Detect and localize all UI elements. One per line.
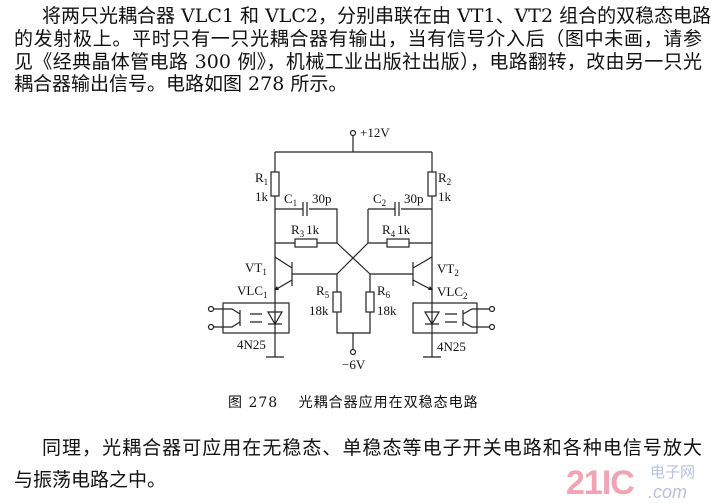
- paragraph1-line: 的发射极上。平时只有一只光耦合器有输出，当有信号介入后（图中未画，请参: [14, 28, 702, 50]
- optocoupler-vlc1: [222, 302, 290, 334]
- vminus-label: −6V: [342, 357, 366, 372]
- feedback-right: [367, 208, 432, 244]
- paragraph1-line: 耦合器输出信号。电路如图 278 所示。: [14, 73, 348, 95]
- opto2-model: 4N25: [437, 339, 466, 354]
- output-terminal[interactable]: [488, 323, 496, 331]
- c1-value: 30p: [312, 191, 332, 206]
- r2-value: 1k: [438, 189, 452, 204]
- r6-value: 18k: [377, 303, 397, 318]
- resistor-r4: [386, 238, 410, 248]
- opto-internals: [423, 308, 490, 328]
- emitter-arrow: [274, 286, 279, 290]
- watermark-logo: 21IC 电子网 .com: [566, 463, 708, 503]
- r5-value: 18k: [309, 303, 329, 318]
- vminus-terminal: [349, 348, 357, 356]
- resistor-r2: [427, 171, 437, 197]
- cross-coupling: [336, 242, 371, 275]
- r2-label: R2: [438, 170, 451, 187]
- paragraph1-line: 见《经典晶体管电路 300 例》，机械工业出版社出版），电路翻转，改由另一只光: [14, 51, 702, 73]
- r1-value: 1k: [255, 189, 269, 204]
- figure-caption: 图 278 光耦合器应用在双稳态电路: [228, 395, 479, 411]
- rails: [274, 135, 433, 290]
- transistor-vt1: [266, 256, 337, 358]
- c2-label: C2: [373, 191, 386, 208]
- resistor-r3: [294, 238, 318, 248]
- paragraph2-line: 与振荡电路之中。: [14, 469, 167, 491]
- resistor-r1: [270, 171, 280, 197]
- opto1-model: 4N25: [237, 337, 266, 352]
- c2-value: 30p: [404, 191, 424, 206]
- r6-label: R6: [377, 283, 391, 300]
- vplus-terminal: [349, 129, 357, 137]
- emitter-arrow: [428, 286, 433, 290]
- capacitor-c1: [302, 202, 308, 216]
- vt2-label: VT2: [437, 261, 459, 278]
- capacitor-c2: [394, 202, 400, 216]
- vlc1-label: VLC1: [237, 283, 268, 300]
- paragraph1-line: 将两只光耦合器 VLC1 和 VLC2，分别串联在由 VT1、VT2 组合的双稳…: [42, 5, 711, 27]
- feedback-left: [275, 208, 338, 244]
- vt1-label: VT1: [245, 260, 267, 277]
- paragraph2-line: 同理，光耦合器可应用在无稳态、单稳态等电子开关电路和各种电信号放大: [42, 437, 702, 459]
- resistor-r5: [332, 291, 342, 313]
- input-terminal[interactable]: [207, 305, 215, 313]
- vplus-label: +12V: [360, 125, 390, 140]
- watermark-cn: 电子网: [650, 463, 696, 481]
- watermark-domain: .com: [648, 482, 688, 502]
- r1-label: R1: [255, 170, 268, 187]
- transistor-vt2: [370, 256, 441, 358]
- watermark-brand: 21IC: [566, 464, 635, 502]
- opto-internals: [213, 308, 284, 328]
- vlc2-label: VLC2: [437, 284, 468, 301]
- bias-network: [336, 274, 371, 350]
- input-terminal[interactable]: [207, 323, 215, 331]
- resistor-r6: [365, 291, 375, 313]
- optocoupler-vlc2: [412, 302, 478, 334]
- output-terminal[interactable]: [488, 305, 496, 313]
- c1-label: C1: [284, 191, 297, 208]
- r5-label: R5: [316, 283, 330, 300]
